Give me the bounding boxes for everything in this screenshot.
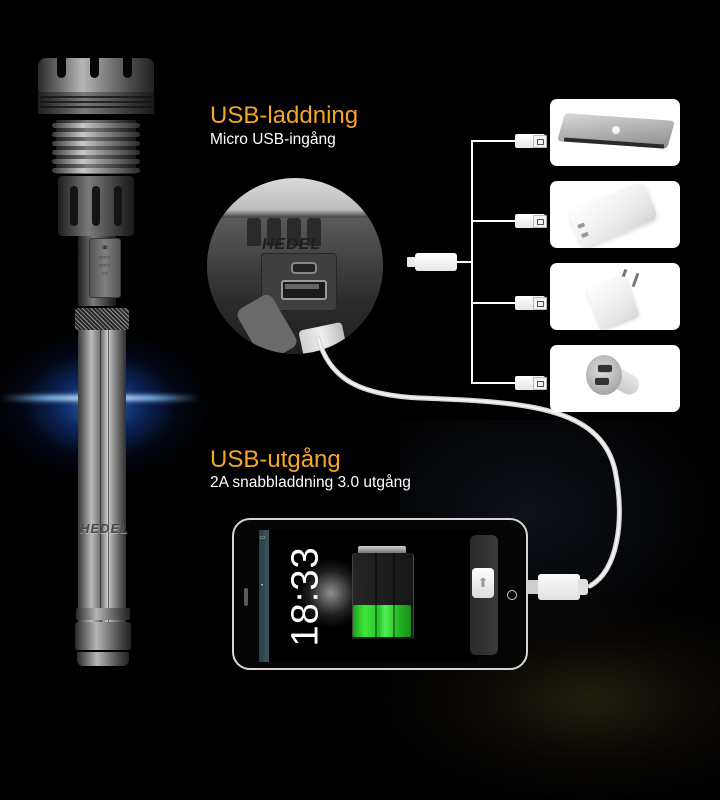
phone-usb-plug — [538, 574, 580, 600]
ring-line — [40, 96, 152, 98]
micro-usb-port[interactable] — [291, 262, 317, 274]
head-notch — [57, 58, 66, 78]
usb-tip — [533, 377, 547, 390]
collar-slot — [70, 186, 78, 226]
usb-output-subtitle: 2A snabbladdning 3.0 utgång — [210, 474, 411, 491]
thread — [52, 150, 140, 155]
car-charger-icon — [586, 355, 622, 395]
device-card-power-bank — [550, 181, 680, 248]
tube-groove — [108, 330, 109, 630]
branch-wire — [471, 220, 517, 222]
thread — [52, 159, 140, 164]
device-card-wall-charger — [550, 263, 680, 330]
port-closeup: HEDEL — [207, 178, 383, 354]
usb-charging-title: USB-laddning — [210, 102, 359, 129]
closeup-brand-logo: HEDEL — [262, 236, 322, 253]
phone-plug-tip — [528, 580, 540, 594]
tail-cap — [75, 622, 131, 650]
laptop-logo-icon — [612, 126, 620, 134]
knurled-ring — [75, 308, 129, 330]
brand-logo: HEDEL — [80, 521, 130, 536]
device-card-car-charger — [550, 345, 680, 412]
usb-tip — [533, 135, 547, 148]
battery-status-icon: ▭ — [260, 534, 266, 541]
lock-status-icon: ▪ — [259, 581, 265, 587]
power-bank-port — [577, 222, 586, 229]
branch-wire — [471, 140, 517, 142]
ring-line — [40, 106, 152, 108]
branch-wire — [471, 382, 517, 384]
clock-time: 18:33 — [284, 546, 327, 647]
thread — [52, 132, 140, 137]
tail-ring — [76, 608, 130, 620]
usb-icon: ⚭ — [100, 243, 110, 254]
usb-tip — [533, 297, 547, 310]
tube-groove — [100, 330, 101, 630]
unlock-slider-button[interactable]: ⬆ — [472, 568, 494, 598]
collar-slot — [114, 186, 122, 226]
splitter-wire — [457, 261, 473, 263]
phone-plug-neck — [578, 579, 588, 595]
power-bank-icon — [567, 181, 659, 248]
thread — [52, 141, 140, 146]
head-notch — [90, 58, 99, 78]
grip-fin — [247, 218, 261, 246]
usb-output-title: USB-utgång — [210, 446, 341, 473]
battery-seam — [393, 553, 395, 639]
micro-usb-tip — [407, 257, 417, 267]
thread — [52, 168, 140, 173]
thread — [52, 123, 140, 128]
usb-cable — [315, 335, 622, 589]
flashlight-body — [78, 330, 126, 630]
battery-seam — [375, 553, 377, 639]
power-switch[interactable]: ⚭ ▭▭▭▭▭ — [89, 238, 121, 298]
grip-fin — [267, 218, 281, 246]
ring-line — [40, 101, 152, 103]
battery-cap — [358, 546, 406, 553]
phone-speaker — [244, 588, 248, 606]
usb-charging-subtitle: Micro USB-ingång — [210, 131, 336, 148]
threads — [56, 120, 136, 174]
tail-end — [77, 652, 129, 666]
collar-slot — [92, 186, 100, 226]
car-charger-port — [597, 364, 613, 373]
status-bar: ▭ ▪ — [259, 530, 269, 662]
car-charger-port — [594, 377, 610, 386]
usb-tip — [533, 215, 547, 228]
switch-label: ▭▭▭▭▭ — [99, 255, 111, 277]
device-card-laptop — [550, 99, 680, 166]
grip-fin — [307, 218, 321, 246]
branch-wire — [471, 302, 517, 304]
head-notch — [123, 58, 132, 78]
battery-level — [353, 605, 411, 637]
power-bank-port — [580, 231, 589, 239]
charger-prong — [631, 272, 640, 288]
home-button[interactable] — [507, 590, 517, 600]
splitter-trunk — [471, 140, 473, 384]
usb-a-port-tongue — [285, 284, 319, 289]
grip-fin — [287, 218, 301, 246]
micro-usb-plug — [415, 253, 457, 271]
